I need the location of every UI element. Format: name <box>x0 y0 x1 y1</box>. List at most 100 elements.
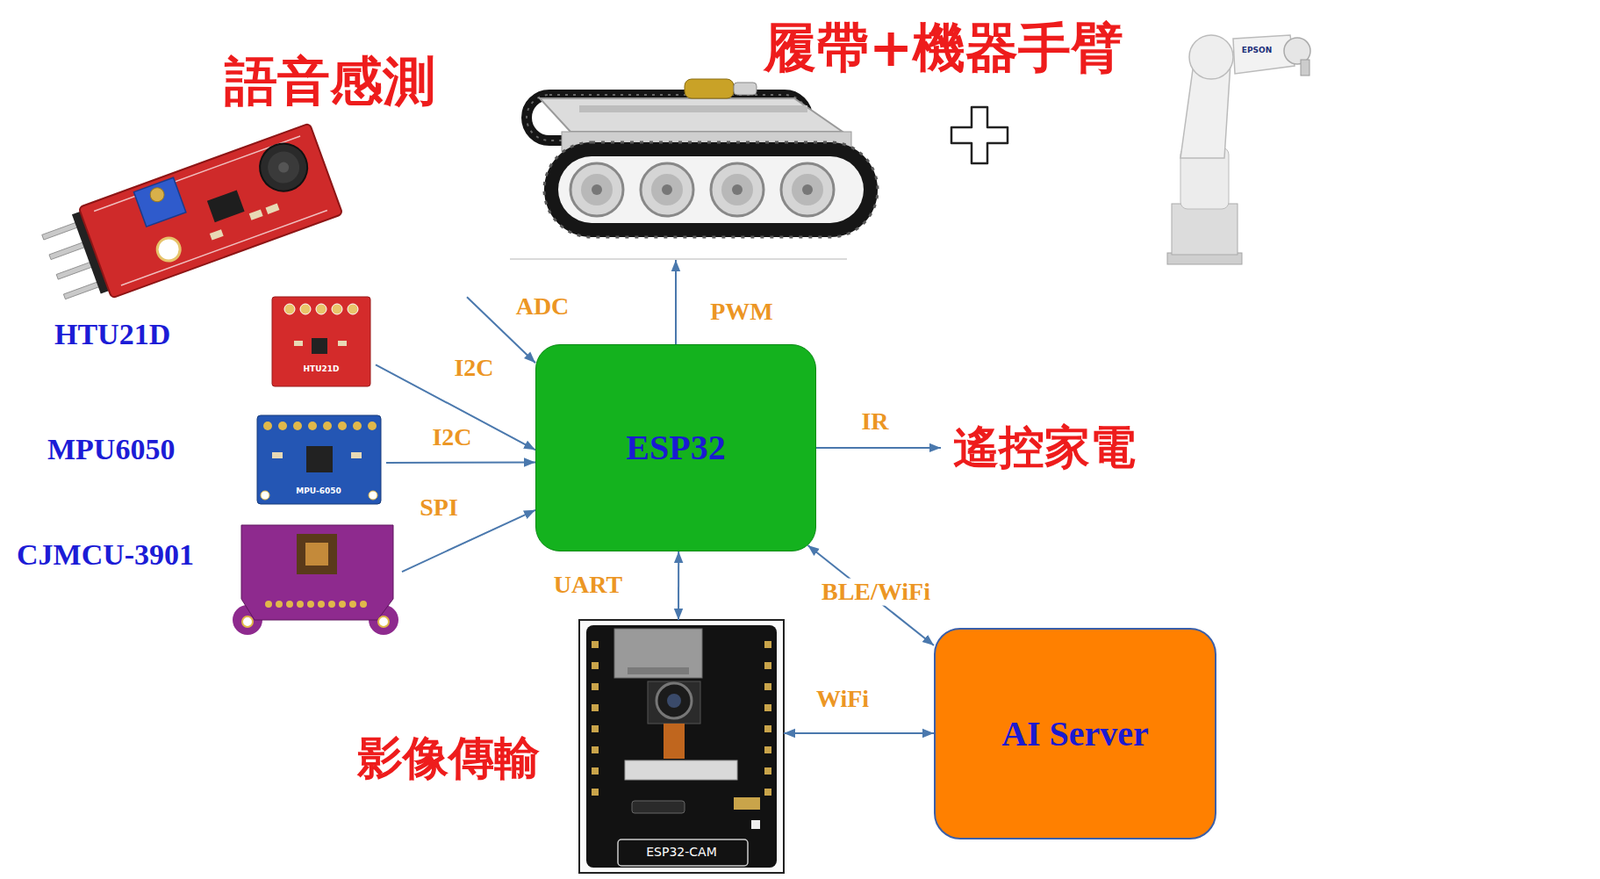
robot-arm-part <box>1300 59 1310 76</box>
esp32-cam-board-part <box>591 746 599 754</box>
edge-label: BLE/WiFi <box>818 578 933 606</box>
tracked-chassis-part <box>791 173 824 206</box>
esp32-cam-board-part <box>667 693 682 708</box>
edge-label: ADC <box>516 293 570 321</box>
esp32-cam-board-part <box>751 819 761 829</box>
silkscreen-text: ESP32-CAM <box>579 844 784 860</box>
sound-sensor-module-part <box>133 177 186 227</box>
htu21d-board-part <box>294 340 303 346</box>
esp32-cam-board-part <box>764 703 772 711</box>
heading-text: 影像傳輸 <box>357 731 540 785</box>
esp32-cam-board-part <box>591 724 599 732</box>
camera-module: 影像傳輸ESP32-CAM <box>579 619 784 873</box>
sound-sensor-module-part <box>263 147 304 188</box>
box-label: ESP32 <box>625 427 725 468</box>
signal-arrow <box>386 461 536 464</box>
edge-label: WiFi <box>816 685 869 713</box>
sound-sensor-module-part <box>78 122 344 298</box>
sensor-module: CJMCU-3901 <box>12 517 402 641</box>
mpu6050-board-part <box>272 452 283 459</box>
esp32-cam-board-part <box>656 682 692 718</box>
mpu6050-board-part <box>306 445 333 473</box>
cjmcu-3901-board-part <box>305 542 329 566</box>
esp32-cam-board-part <box>591 640 599 648</box>
tracked-chassis-part <box>544 142 878 237</box>
esp32-cam-board-part <box>764 640 772 648</box>
mpu6050-board-part <box>293 421 302 431</box>
edge-label: SPI <box>419 494 459 522</box>
esp32-cam-board-part <box>764 724 772 732</box>
tracked-chassis-part <box>651 173 683 206</box>
sound-sensor-module-part <box>265 203 280 215</box>
cjmcu-3901-board-part <box>265 600 273 608</box>
plus-symbol <box>951 107 1008 164</box>
mpu6050-board-part <box>278 421 287 431</box>
tracked-chassis <box>509 78 878 259</box>
sound-sensor-module <box>37 122 344 313</box>
esp32-cam-board-part <box>764 767 772 775</box>
esp32-cam-board-part <box>764 661 772 669</box>
esp32-cam-board-part <box>647 681 701 724</box>
edge-label: I2C <box>431 423 472 452</box>
cjmcu-3901-board-part <box>378 616 389 627</box>
plus-symbol-part <box>951 107 1008 164</box>
mpu6050-board-part <box>351 452 362 459</box>
controller-box: ESP32 <box>535 344 817 552</box>
esp32-cam-board-part <box>627 667 689 675</box>
sound-sensor-module-part <box>148 185 167 204</box>
mpu6050-board-part <box>352 421 362 431</box>
tracked-chassis-part <box>661 184 673 195</box>
esp32-cam-board-part <box>579 619 784 873</box>
esp32-cam-board-part <box>624 760 738 780</box>
box-label: AI Server <box>1001 713 1149 754</box>
signal-arrow <box>807 545 934 646</box>
sound-sensor-module-part <box>154 234 184 264</box>
esp32-cam-board-part <box>614 628 703 678</box>
htu21d-board-part <box>315 303 327 315</box>
sensor-module: 語音感測 <box>61 50 467 308</box>
htu21d-board-part <box>347 303 359 315</box>
mpu6050-board <box>257 415 381 504</box>
tracked-chassis-part <box>802 184 813 195</box>
esp32-cam-board-part <box>586 624 777 868</box>
part-name: HTU21D <box>54 316 171 352</box>
server-box: AI Server <box>933 627 1217 840</box>
cjmcu-3901-board-part <box>296 533 338 574</box>
sound-sensor-module-part <box>249 208 264 220</box>
edge-label: I2C <box>453 354 494 382</box>
tracked-chassis-part <box>509 258 847 259</box>
cjmcu-3901-board-part <box>296 600 304 608</box>
cjmcu-3901-board-part <box>359 600 367 608</box>
esp32-cam-board-part <box>764 682 772 690</box>
signal-arrow <box>783 731 934 734</box>
robot-arm-part <box>1189 35 1234 79</box>
sound-sensor-module-part <box>93 136 328 286</box>
part-name: CJMCU-3901 <box>16 537 194 572</box>
cjmcu-3901-board-part <box>328 600 336 608</box>
edge-label: IR <box>860 408 889 436</box>
esp32-cam-board-part <box>591 661 599 669</box>
tracked-chassis-part <box>591 184 603 195</box>
robot-arm <box>1167 35 1311 265</box>
esp32-cam-board <box>579 619 784 873</box>
heading-text: 履帶+機器手臂 <box>763 17 1124 79</box>
htu21d-board <box>272 296 371 387</box>
cjmcu-3901-board-part <box>338 600 346 608</box>
esp32-cam-board-part <box>733 796 761 810</box>
mpu6050-board-part <box>263 421 273 431</box>
sound-sensor-module-part <box>276 160 290 174</box>
mpu6050-board-part <box>260 490 270 500</box>
cjmcu-3901-board-part <box>275 600 283 608</box>
tracked-chassis-part <box>721 173 754 206</box>
cjmcu-3901-board-part <box>242 616 253 627</box>
tracked-chassis-part <box>781 163 834 216</box>
part-name: MPU6050 <box>47 431 175 467</box>
tracked-chassis-part <box>581 173 613 206</box>
esp32-cam-board-part <box>591 767 599 775</box>
sound-sensor-module-part <box>207 189 245 223</box>
htu21d-board-part <box>284 303 295 315</box>
mpu6050-board-part <box>368 490 378 500</box>
tracked-chassis-part <box>558 156 864 223</box>
mpu6050-board-part <box>337 421 347 431</box>
